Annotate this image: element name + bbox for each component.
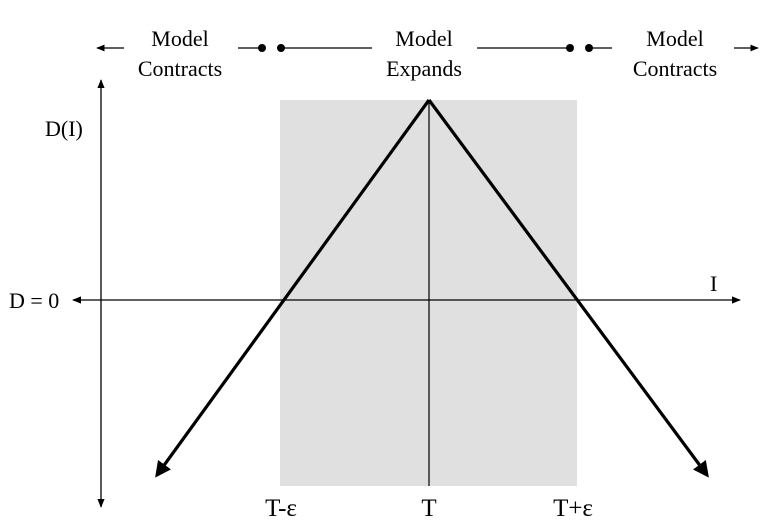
right-slope-arrow: [427, 99, 709, 478]
left-region-line1: Model: [151, 26, 208, 51]
boundary-dot-right-a: [566, 44, 574, 52]
y-axis-label: D(I): [45, 116, 83, 141]
center-region-line2: Expands: [386, 56, 462, 81]
right-region-line1: Model: [646, 26, 703, 51]
boundary-dot-left-a: [258, 44, 266, 52]
tick-threshold: T: [421, 495, 436, 522]
zero-label: D = 0: [9, 288, 59, 313]
x-axis-label: I: [710, 271, 717, 296]
left-slope-arrow: [155, 99, 431, 478]
left-region-line2: Contracts: [138, 56, 222, 81]
center-region-line1: Model: [395, 26, 452, 51]
right-region-line2: Contracts: [633, 56, 717, 81]
tick-upper: T+ε: [553, 495, 593, 522]
tick-lower: T-ε: [265, 495, 297, 522]
